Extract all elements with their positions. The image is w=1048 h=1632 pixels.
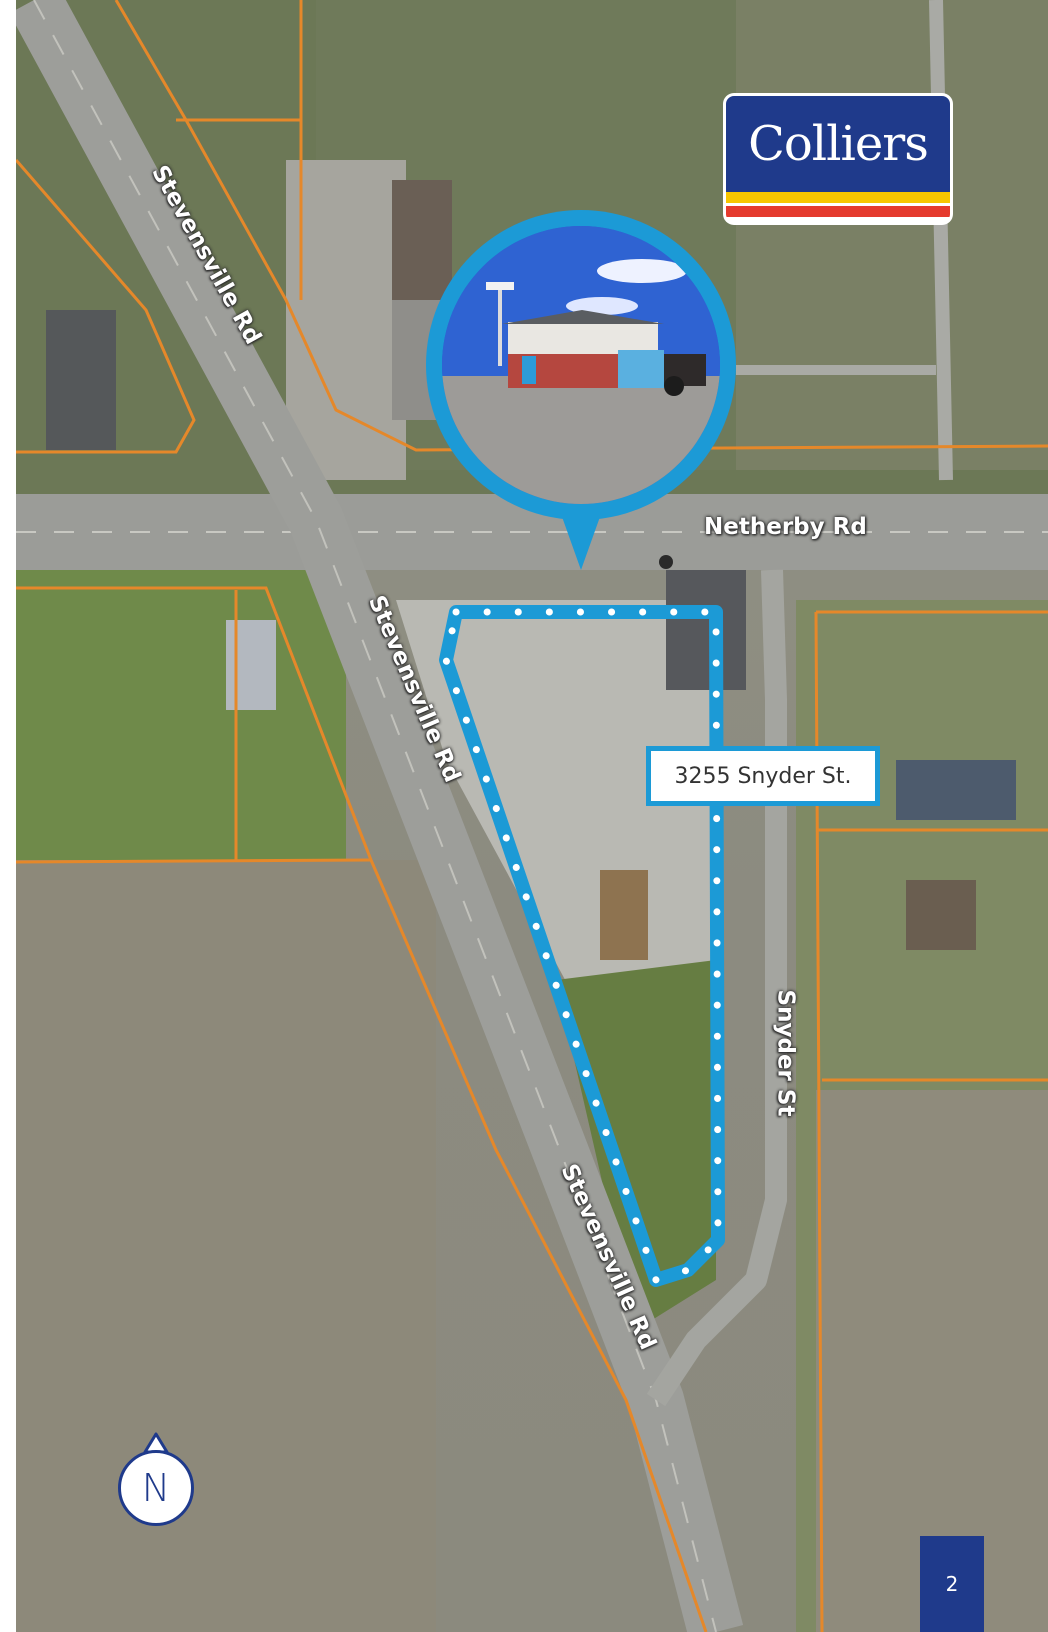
- colliers-logo-text: Colliers: [748, 116, 929, 172]
- compass-label: N: [118, 1450, 194, 1526]
- north-compass: N: [116, 1432, 202, 1532]
- colliers-logo: Colliers: [726, 96, 950, 222]
- property-photo-pin[interactable]: [426, 210, 736, 580]
- page-number: 2: [920, 1536, 984, 1632]
- property-address-label[interactable]: 3255 Snyder St.: [646, 746, 880, 806]
- road-label-netherby: Netherby Rd: [704, 514, 867, 540]
- property-address-text: 3255 Snyder St.: [651, 751, 875, 801]
- property-photo-icon: [442, 226, 720, 504]
- property-outline[interactable]: [16, 0, 1048, 1632]
- utility-marker: [659, 555, 673, 569]
